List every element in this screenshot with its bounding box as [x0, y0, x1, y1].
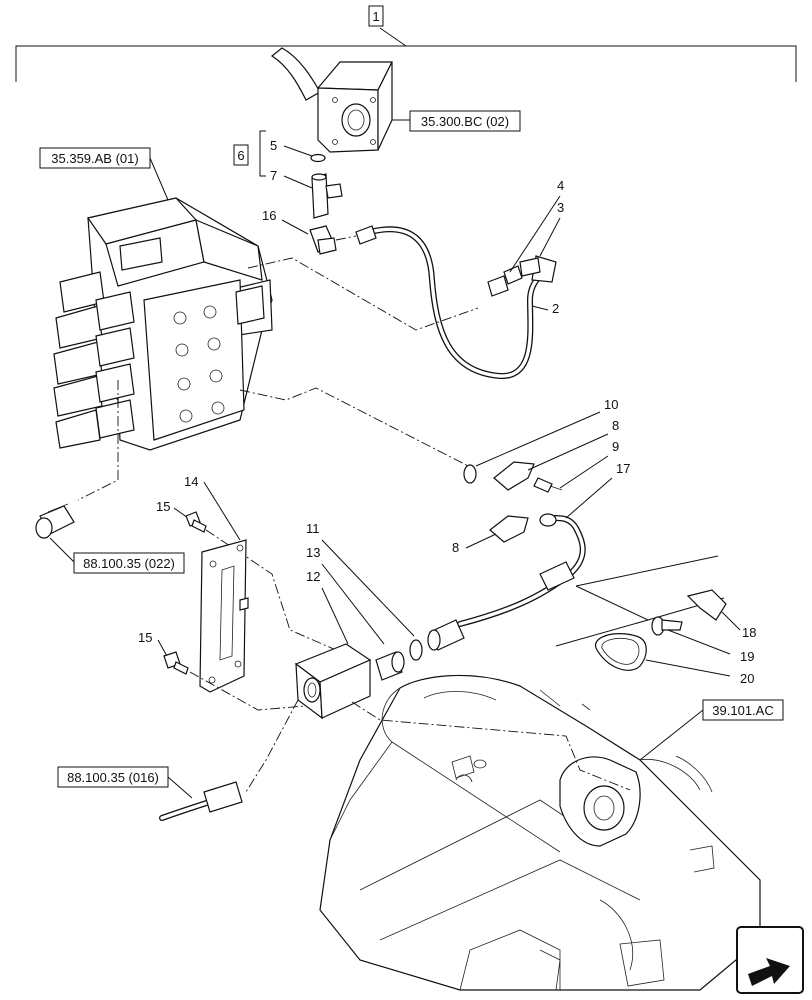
next-page-arrow-icon[interactable] — [736, 926, 804, 994]
callout-10: 10 — [604, 397, 618, 412]
ref-35-300-bc[interactable]: 35.300.BC (02) — [409, 110, 521, 132]
assembly-bracket — [15, 27, 797, 82]
callout-5: 5 — [270, 138, 277, 153]
svg-text:35.359.AB (01): 35.359.AB (01) — [51, 151, 138, 166]
callout-19: 19 — [740, 649, 754, 664]
callout-9: 9 — [612, 439, 619, 454]
callout-8-bottom: 8 — [452, 540, 459, 555]
ref-88-100-35-016[interactable]: 88.100.35 (016) — [57, 766, 169, 788]
callout-16: 16 — [262, 208, 276, 223]
ref-35-359-ab[interactable]: 35.359.AB (01) — [39, 147, 151, 169]
bolt-15-bottom — [163, 651, 189, 675]
callout-13: 13 — [306, 545, 320, 560]
o-ring-11 — [409, 639, 423, 661]
band-20 — [595, 633, 647, 671]
callout-20: 20 — [740, 671, 754, 686]
ref-39-101-ac[interactable]: 39.101.AC — [702, 699, 784, 721]
callout-8-top: 8 — [612, 418, 619, 433]
valve-block-12 — [294, 643, 372, 720]
callout-15-top: 15 — [156, 499, 170, 514]
callout-4: 4 — [557, 178, 564, 193]
clamp-half-8-bottom — [489, 515, 529, 543]
bolt-19 — [651, 616, 683, 636]
svg-text:35.300.BC (02): 35.300.BC (02) — [421, 114, 509, 129]
svg-text:88.100.35 (022): 88.100.35 (022) — [83, 556, 175, 571]
clip-18 — [686, 589, 727, 621]
o-ring-10 — [463, 464, 477, 484]
fitting-4 — [487, 265, 523, 297]
callout-2: 2 — [552, 301, 559, 316]
sensor — [35, 503, 75, 539]
callout-6: 6 — [233, 130, 266, 177]
svg-text:39.101.AC: 39.101.AC — [712, 703, 773, 718]
callout-18: 18 — [742, 625, 756, 640]
ref-88-100-35-022[interactable]: 88.100.35 (022) — [73, 552, 185, 574]
adapter-13 — [375, 651, 405, 681]
o-ring-5 — [310, 153, 326, 163]
callout-3: 3 — [557, 200, 564, 215]
svg-text:6: 6 — [237, 148, 244, 163]
callout-15-bottom: 15 — [138, 630, 152, 645]
bracket-plate-14 — [199, 539, 249, 693]
tee-fitting-7 — [311, 173, 343, 219]
svg-text:1: 1 — [372, 9, 379, 24]
bolt-15-top — [185, 511, 207, 533]
callout-17: 17 — [616, 461, 630, 476]
control-valve — [53, 197, 273, 451]
elbow-fitting-16 — [309, 225, 337, 255]
boom-assembly — [319, 674, 761, 991]
callout-7: 7 — [270, 168, 277, 183]
bolt-9 — [533, 477, 563, 493]
harness-connector — [159, 781, 243, 821]
callout-11: 11 — [306, 521, 320, 536]
callout-12: 12 — [306, 569, 320, 584]
callout-1: 1 — [368, 5, 384, 27]
svg-text:88.100.35 (016): 88.100.35 (016) — [67, 770, 159, 785]
flange-block — [270, 47, 410, 153]
callout-14: 14 — [184, 474, 198, 489]
clamp-half-8-top — [493, 461, 535, 491]
hose-2 — [355, 225, 557, 380]
hose-17 — [427, 513, 586, 651]
